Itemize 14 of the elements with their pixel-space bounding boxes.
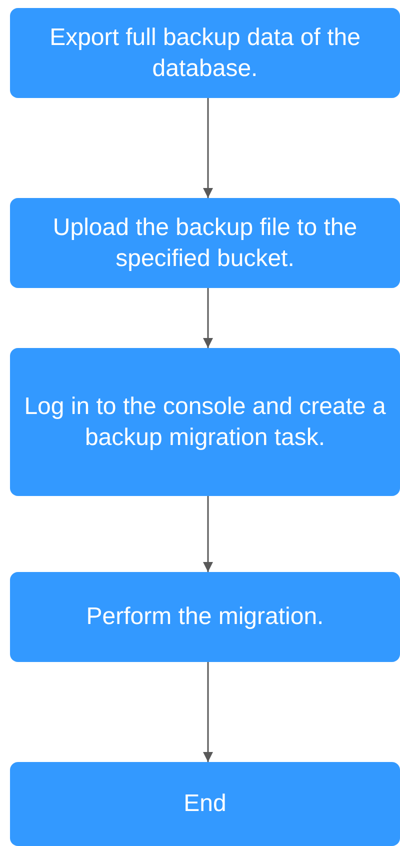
step-text: Upload the backup file to the specified bucket. bbox=[52, 212, 358, 274]
step-text: Log in to the console and create a backup migration task. bbox=[23, 392, 387, 453]
arrow bbox=[203, 662, 213, 762]
process-box bbox=[10, 198, 400, 288]
step-text: End bbox=[184, 789, 226, 820]
step-text: Export full backup data of the database. bbox=[48, 22, 362, 84]
process-box bbox=[10, 572, 400, 662]
step-text: Perform the migration. bbox=[86, 602, 324, 632]
process-box bbox=[10, 762, 400, 846]
arrow bbox=[203, 98, 213, 198]
process-box bbox=[10, 348, 400, 496]
arrow bbox=[203, 496, 213, 572]
arrow bbox=[203, 288, 213, 348]
process-box bbox=[10, 8, 400, 98]
